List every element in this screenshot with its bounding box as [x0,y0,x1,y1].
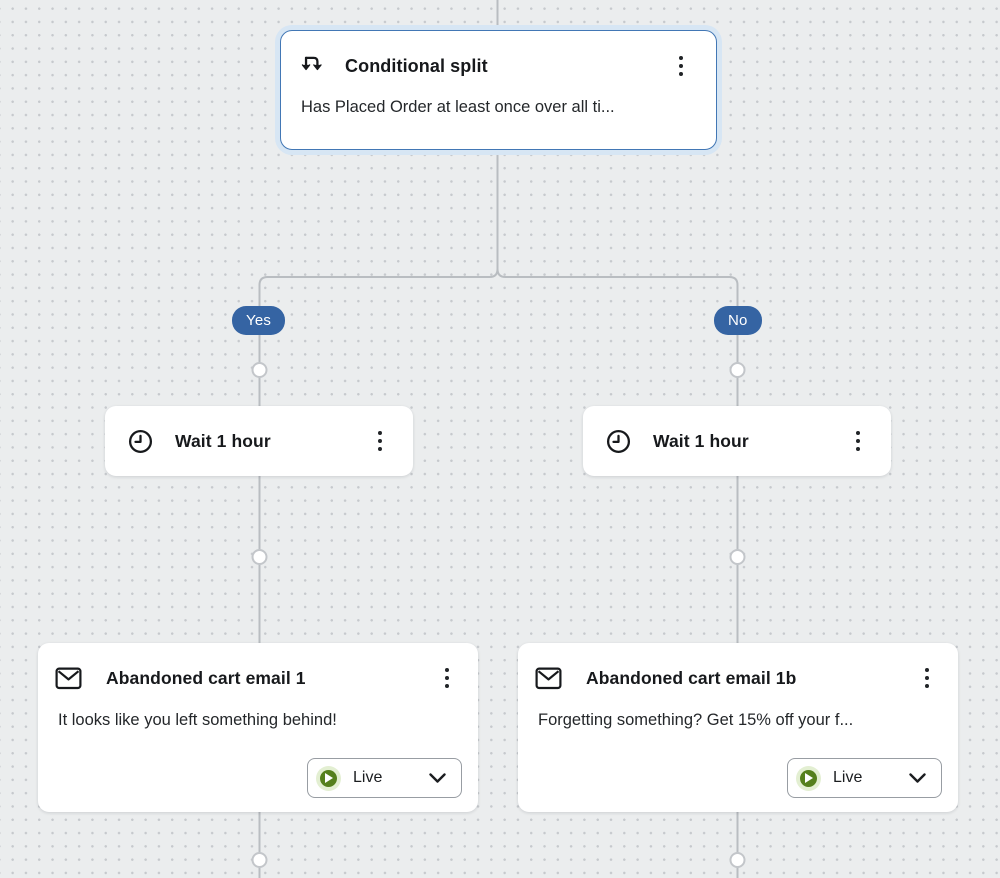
node-title: Abandoned cart email 1 [106,667,306,688]
play-circle-icon [316,765,341,791]
wire-port [729,362,746,378]
wait-node-no[interactable]: Wait 1 hour [583,406,891,476]
conditional-split-node[interactable]: Conditional split Has Placed Order at le… [280,30,717,150]
wire-port [251,549,268,565]
email-subject: It looks like you left something behind! [58,711,337,729]
wire-port [251,852,268,868]
wire-port [729,852,746,868]
kebab-menu-icon[interactable] [914,663,940,693]
split-condition-text: Has Placed Order at least once over all … [301,98,615,116]
envelope-icon [55,667,82,690]
status-label: Live [833,769,863,786]
kebab-menu-icon[interactable] [434,663,460,693]
clock-icon [605,428,632,455]
email-node-1[interactable]: Abandoned cart email 1 It looks like you… [38,643,478,812]
wire-port [251,362,268,378]
node-title: Wait 1 hour [653,430,749,451]
email-node-1b[interactable]: Abandoned cart email 1b Forgetting somet… [518,643,958,812]
kebab-menu-icon[interactable] [367,426,393,456]
envelope-icon [535,667,562,690]
status-label: Live [353,769,383,786]
branch-label-yes: Yes [232,306,286,335]
conditional-split-icon [299,53,325,79]
clock-icon [127,428,154,455]
wait-node-yes[interactable]: Wait 1 hour [105,406,413,476]
node-title: Abandoned cart email 1b [586,667,797,688]
chevron-down-icon [429,772,446,783]
kebab-menu-icon[interactable] [845,426,871,456]
wire-port [729,549,746,565]
play-circle-icon [796,765,821,791]
kebab-menu-icon[interactable] [668,51,694,81]
chevron-down-icon [909,772,926,783]
status-dropdown[interactable]: Live [787,758,942,798]
node-title: Wait 1 hour [175,430,271,451]
branch-label-no: No [714,306,762,335]
email-subject: Forgetting something? Get 15% off your f… [538,711,854,729]
node-title: Conditional split [345,55,488,76]
status-dropdown[interactable]: Live [307,758,462,798]
